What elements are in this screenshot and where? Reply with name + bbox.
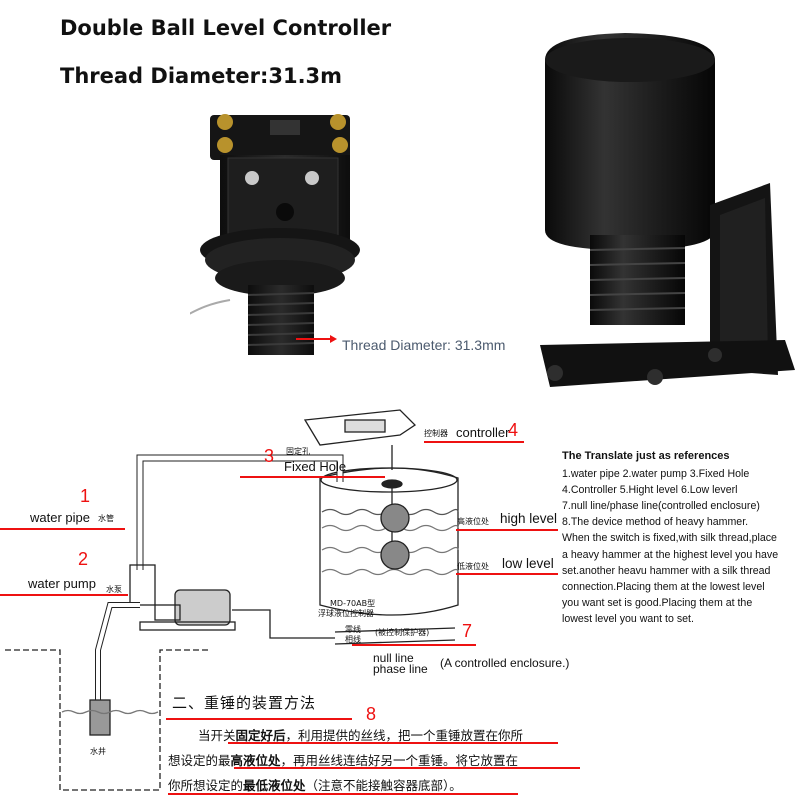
low-level-label: low level [502,556,554,571]
callout-1-number: 1 [80,486,91,506]
enclosure-label: (A controlled enclosure.) [440,656,570,670]
product-title: Double Ball Level Controller [60,16,392,40]
wiring-diagram [5,409,459,791]
high-level-underline [456,529,558,531]
reference-line: a heavy hammer at the highest level you … [562,548,779,561]
null-line-label: null line [373,651,414,665]
phase-line-label: phase line [373,662,428,676]
high-level-label: high level [500,511,558,526]
reference-line: 1.water pipe 2.water pump 3.Fixed Hole [562,468,750,481]
callout-8-number: 8 [366,704,377,724]
controller-label: controller [456,425,510,440]
instructions-line-2: 想设定的最高液位处，再用丝线连结好另一个重锤。将它放置在 [168,750,518,769]
cn-water-pipe-label: 水管 [98,514,114,523]
instructions-heading: 二、重锤的装置方法 [172,694,317,712]
tank-shape [319,467,459,616]
thread-callout-text: Thread Diameter: 31.3mm [342,337,506,353]
instructions-line-1-b: 固定好后 [235,728,286,743]
callout-3-underline [240,476,385,478]
water-pump-label: water pump [28,576,96,591]
reference-line: connection.Placing them at the lowest le… [562,580,765,593]
reference-line: lowest level you want to set. [562,612,694,625]
callout-3-number: 3 [264,446,275,466]
reference-line: When the switch is fixed,with silk threa… [562,532,777,545]
cn-model-label: MD-70AB型 [330,599,376,608]
callout-4-underline [424,441,524,443]
thread-callout-line [296,338,330,340]
cn-well-label: 水井 [90,747,106,756]
cn-fixed-hole-label: 固定孔 [286,447,310,456]
controller-front-photo [190,114,360,355]
water-pipe-label: water pipe [30,510,90,525]
reference-heading: The Translate just as references [562,450,730,462]
cn-model-name-label: 浮球液位控制器 [318,609,374,618]
callout-2-underline [0,594,128,596]
instructions-line-3-underline [168,793,518,795]
instructions-line-2-c: ，再用丝线连结好另一个重锤。将它放置在 [280,753,519,768]
instructions-line-1-c: ，利用提供的丝线，把一个重锤放置在你所 [285,728,524,743]
reference-line: 7.null line/phase line(controlled enclos… [562,500,760,513]
translation-reference: The Translate just as references 1.water… [562,448,798,627]
reference-line: you want set is good.Placing them at the [562,596,753,609]
instructions-line-3-b: 最低液位处 [243,778,306,793]
callout-7-underline [352,644,476,646]
reference-line: set.another heavu hammer with a silk thr… [562,564,771,577]
cn-water-pump-label: 水泵 [106,585,122,594]
callout-2-number: 2 [78,549,89,569]
instructions-line-1-a: 当开关 [198,728,236,743]
cn-low-level-label: 低液位处 [457,562,489,571]
instructions-line-3: 你所想设定的最低液位处（注意不能接触容器底部）。 [168,775,462,794]
cn-line1-label: 零线 [345,625,361,634]
instructions-line-3-a: 你所想设定的 [168,778,244,793]
cn-line2-label: 相线 [345,635,361,644]
cn-high-level-label: 高液位处 [457,517,489,526]
cn-line-note-label: (被控制保护器) [375,628,430,637]
reference-line: 8.The device method of heavy hammer. [562,516,749,529]
instructions-line-1: 当开关固定好后，利用提供的丝线，把一个重锤放置在你所 [198,725,523,744]
reference-line: 4.Controller 5.Hight level 6.Low leverl [562,484,738,497]
callout-7-number: 7 [462,621,473,641]
controller-box-shape [303,409,417,446]
float-cylinder-photo [540,33,795,387]
instructions-line-2-underline [234,767,580,769]
fixed-hole-label: Fixed Hole [284,459,347,474]
instructions-line-2-b: 高液位处 [230,753,281,768]
cn-controller-label: 控制器 [424,429,448,438]
low-level-underline [456,573,558,575]
callout-1-underline [0,528,125,530]
instructions-line-3-c: （注意不能接触容器底部）。 [305,778,462,793]
thread-callout-arrow [330,335,337,343]
instructions-line-2-a: 想设定的最 [168,753,231,768]
instructions-line-1-underline [228,742,558,744]
callout-4-number: 4 [508,420,519,440]
callout-8-underline [166,718,352,720]
thread-diameter-title: Thread Diameter:31.3m [60,64,343,88]
